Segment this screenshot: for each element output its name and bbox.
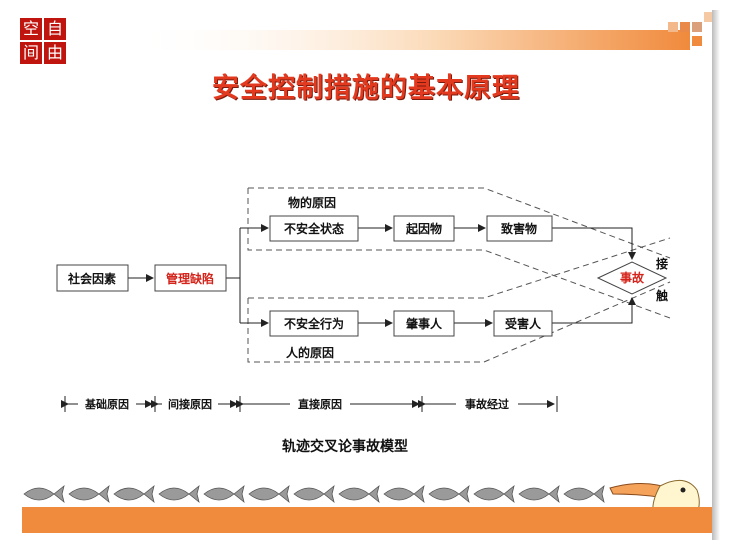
- fish-icon: [383, 484, 425, 504]
- fish-icon: [338, 484, 380, 504]
- trajectory-outlines: [247, 187, 671, 363]
- label-human-cause: 人的原因: [286, 345, 334, 360]
- fish-icon: [203, 484, 245, 504]
- stage-label: 事故经过: [465, 397, 509, 411]
- label-contact-top: 接: [656, 256, 668, 271]
- label-social: 社会因素: [67, 271, 116, 286]
- fish-icon: [248, 484, 290, 504]
- label-cause-obj: 起因物: [405, 221, 442, 236]
- box-social: [56, 264, 129, 292]
- fish-icon: [428, 484, 470, 504]
- header-bar: [130, 12, 714, 50]
- page-title: 安全控制措施的基本原理: [212, 73, 520, 104]
- fish-icon: [473, 484, 515, 504]
- stage-label: 直接原因: [298, 397, 342, 411]
- stage-label: 间接原因: [168, 397, 212, 411]
- label-perp: 肇事人: [406, 316, 443, 331]
- footer-bar: [22, 507, 712, 533]
- label-victim: 受害人: [505, 316, 542, 331]
- label-accident: 事故: [620, 270, 645, 285]
- box-perp: [393, 310, 455, 337]
- stage-label: 基础原因: [84, 397, 129, 411]
- fish-icon: [113, 484, 155, 504]
- logo-char: 自: [44, 18, 66, 40]
- caption: 轨迹交叉论事故模型: [282, 438, 408, 455]
- fish-icon: [158, 484, 200, 504]
- fish-icon: [68, 484, 110, 504]
- label-harm-obj: 致害物: [501, 221, 537, 236]
- box-victim: [493, 310, 553, 337]
- box-cause-obj: [393, 215, 455, 242]
- box-unsafe-act: [269, 310, 359, 337]
- box-mgmt: [154, 264, 227, 292]
- fish-icon: [293, 484, 335, 504]
- fish-icon: [563, 484, 605, 504]
- accident-diamond: [596, 261, 668, 295]
- connectors: [128, 224, 636, 327]
- label-unsafe-act: 不安全行为: [284, 316, 344, 331]
- logo-char: 由: [44, 42, 66, 64]
- logo-char: 空: [20, 18, 42, 40]
- box-unsafe-state: [269, 215, 359, 242]
- right-shadow: [712, 10, 720, 540]
- fish-icon: [518, 484, 560, 504]
- fish-icon: [23, 484, 65, 504]
- label-contact-bottom: 触: [656, 288, 668, 303]
- label-mgmt: 管理缺陷: [166, 271, 214, 286]
- label-unsafe-state: 不安全状态: [284, 221, 344, 236]
- box-harm-obj: [486, 215, 553, 242]
- diagram: 社会因素 管理缺陷 物的原因 不安全状态 起因物 致害物 事故 接 触 不安全行…: [56, 187, 671, 455]
- stage-timeline: [61, 396, 558, 412]
- label-thing-cause: 物的原因: [288, 195, 336, 210]
- logo-char: 间: [20, 42, 42, 64]
- fish-row: [23, 484, 605, 504]
